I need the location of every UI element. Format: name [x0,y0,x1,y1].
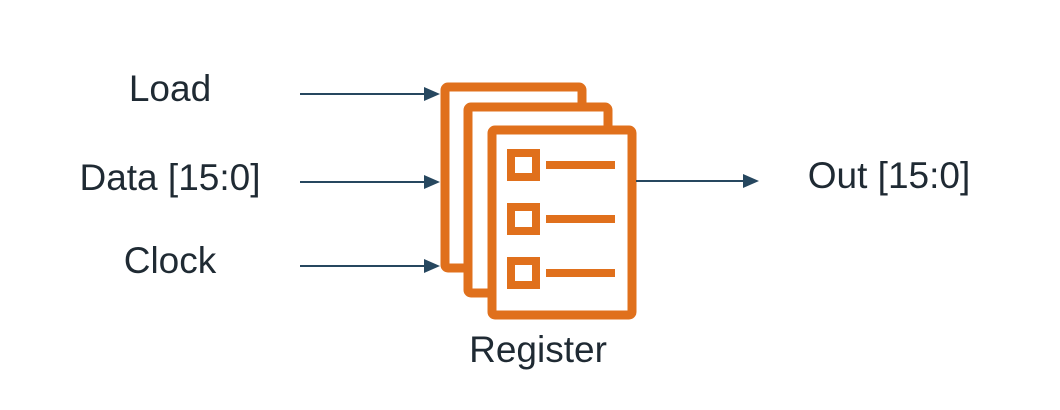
load-input-arrow [300,87,440,101]
output-label: Out [15:0] [808,155,971,196]
load-input-label: Load [129,68,211,109]
clock-input-label: Clock [124,240,217,281]
data-input-arrow [300,175,440,189]
data-input-label: Data [15:0] [79,157,260,198]
checklist-box-2 [507,203,540,235]
output-arrow [636,174,759,188]
checklist-box-1 [507,149,540,181]
checklist-box-3 [507,257,540,289]
register-document-stack-icon [440,82,637,320]
clock-input-arrow [300,259,440,273]
register-label: Register [469,329,607,370]
